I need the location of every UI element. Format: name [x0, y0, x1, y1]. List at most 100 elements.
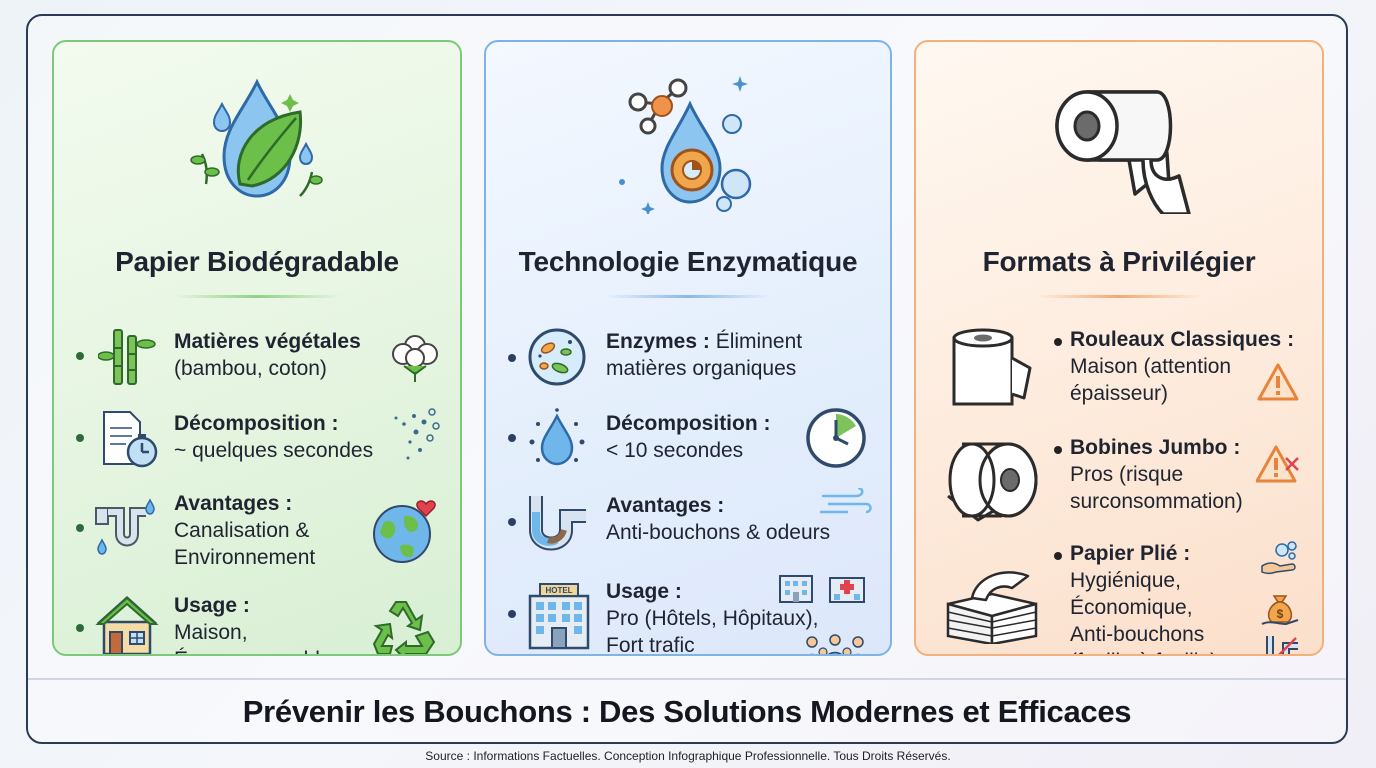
- document-timer-icon: [103, 411, 158, 468]
- folded-paper-icon: [946, 571, 1038, 644]
- item-text: Avantages : Canalisation & Environnement: [174, 490, 315, 571]
- card-title: Papier Biodégradable: [115, 246, 399, 277]
- item-detail: < 10 secondes: [606, 439, 744, 462]
- toilet-roll-icon: [916, 64, 1322, 214]
- bullet: [508, 518, 516, 526]
- house-icon: [95, 595, 159, 654]
- roll-icon: [952, 328, 1032, 406]
- warning-icon: [1257, 363, 1299, 401]
- item-detail: Fort trafic: [606, 634, 695, 656]
- card-title: Technologie Enzymatique: [518, 246, 858, 277]
- item-heading: Avantages :: [174, 492, 293, 515]
- svg-text:$: $: [1277, 607, 1284, 621]
- footer-banner: Prévenir les Bouchons : Des Solutions Mo…: [28, 678, 1346, 744]
- bullet: [508, 354, 516, 362]
- drop-dots-icon: [529, 408, 585, 466]
- item-text: Décomposition : < 10 secondes: [606, 410, 771, 464]
- card-biodegradable: Papier Biodégradable Matières végétales …: [52, 40, 462, 656]
- clock-icon: [806, 408, 866, 468]
- item-heading: Rouleaux Classiques :: [1070, 328, 1295, 351]
- source-note: Source : Informations Factuelles. Concep…: [425, 749, 951, 763]
- item-text: Avantages : Anti-bouchons & odeurs: [606, 492, 830, 546]
- item-detail: surconsommation): [1070, 490, 1243, 513]
- hotel-icon: [779, 575, 813, 603]
- item-heading: Bobines Jumbo :: [1070, 436, 1241, 459]
- bullet: [76, 352, 84, 360]
- u-pipe-icon: [529, 496, 586, 551]
- bullet: [76, 624, 84, 632]
- item-text: Papier Plié : Hygiénique, Économique, An…: [1070, 540, 1217, 654]
- item-detail: épaisseur): [1070, 382, 1169, 405]
- item-text: Usage : Pro (Hôtels, Hôpitaux), Fort tra…: [606, 578, 819, 656]
- bullet: [1054, 446, 1062, 454]
- bullet: [508, 610, 516, 618]
- footer-title: Prévenir les Bouchons : Des Solutions Mo…: [242, 694, 1132, 729]
- list-item: Usage : Maison, Éco-responsable: [54, 588, 460, 654]
- item-detail: ~ quelques secondes: [174, 439, 374, 462]
- item-detail: Environnement: [174, 546, 316, 569]
- jumbo-roll-icon: [947, 442, 1038, 522]
- item-text: Décomposition : ~ quelques secondes: [174, 410, 373, 464]
- card-formats: Formats à Privilégier Rouleaux Classique…: [914, 40, 1324, 656]
- card-title: Formats à Privilégier: [982, 246, 1256, 277]
- item-heading: Usage :: [606, 580, 682, 603]
- title-divider: [1036, 295, 1202, 298]
- recycle-icon: [372, 601, 436, 654]
- title-divider: [606, 295, 770, 298]
- building-icon: HOTEL: [528, 583, 590, 650]
- item-heading: Enzymes :: [606, 330, 710, 353]
- item-detail: Éco-responsable: [174, 646, 332, 654]
- item-detail: Éliminent: [709, 330, 803, 353]
- hotel-sign: HOTEL: [545, 586, 572, 595]
- list-item: Décomposition : < 10 secondes: [486, 406, 890, 470]
- molecule-drop-gear-icon: [486, 64, 890, 214]
- bullet: [1054, 552, 1062, 560]
- item-text: Rouleaux Classiques : Maison (attention …: [1070, 326, 1294, 407]
- item-detail: Pro (Hôtels, Hôpitaux),: [606, 607, 819, 630]
- bullet: [76, 524, 84, 532]
- hospital-icon: [829, 577, 865, 603]
- wind-icon: [820, 488, 872, 514]
- bullet: [1054, 338, 1062, 346]
- item-text: Enzymes : Éliminent matières organiques: [606, 328, 802, 382]
- item-text: Matières végétales (bambou, coton): [174, 328, 361, 382]
- earth-heart-icon: [373, 500, 436, 563]
- item-detail: Pros (risque: [1070, 463, 1184, 486]
- item-heading: Papier Plié :: [1070, 542, 1191, 565]
- list-item: Avantages : Canalisation & Environnement: [54, 490, 460, 570]
- list-item: Décomposition : ~ quelques secondes: [54, 406, 460, 470]
- money-bag-icon: $: [1261, 595, 1299, 626]
- item-detail: Économique,: [1070, 596, 1193, 619]
- item-heading: Usage :: [174, 594, 250, 617]
- item-detail: Anti-bouchons & odeurs: [606, 521, 831, 544]
- card-enzymatic: Technologie Enzymatique Enzymes : Élimin…: [484, 40, 892, 656]
- water-leaf-icon: [54, 64, 460, 214]
- bamboo-icon: [98, 329, 156, 385]
- item-detail: (bambou, coton): [174, 357, 327, 380]
- item-text: Usage : Maison, Éco-responsable: [174, 592, 332, 654]
- item-detail: Maison,: [174, 621, 248, 644]
- list-item: Avantages : Anti-bouchons & odeurs: [486, 488, 890, 558]
- item-detail: Canalisation &: [174, 519, 310, 542]
- hand-bubbles-icon: [1261, 541, 1297, 575]
- list-item: Rouleaux Classiques : Maison (attention …: [916, 324, 1322, 414]
- cotton-icon: [392, 335, 438, 382]
- list-item: Enzymes : Éliminent matières organiques: [486, 326, 890, 390]
- pipe-water-icon: [95, 498, 155, 555]
- item-detail: Anti-bouchons: [1070, 623, 1205, 646]
- item-heading: Avantages :: [606, 494, 725, 517]
- item-detail: (feuille à feuille): [1070, 648, 1217, 654]
- list-item: Matières végétales (bambou, coton): [54, 326, 460, 386]
- people-icon: [806, 634, 864, 654]
- item-heading: Décomposition :: [606, 412, 771, 435]
- title-divider: [174, 295, 340, 298]
- item-heading: Décomposition :: [174, 412, 339, 435]
- item-heading: Matières végétales: [174, 330, 361, 353]
- particles-icon: [394, 408, 440, 460]
- bullet: [76, 434, 84, 442]
- list-item: Bobines Jumbo : Pros (risque surconsomma…: [916, 432, 1322, 522]
- pipe-no-clog-icon: [1266, 636, 1298, 654]
- warning-cross-icon: [1256, 445, 1299, 483]
- bacteria-petri-icon: [528, 328, 586, 386]
- item-detail: matières organiques: [606, 357, 797, 380]
